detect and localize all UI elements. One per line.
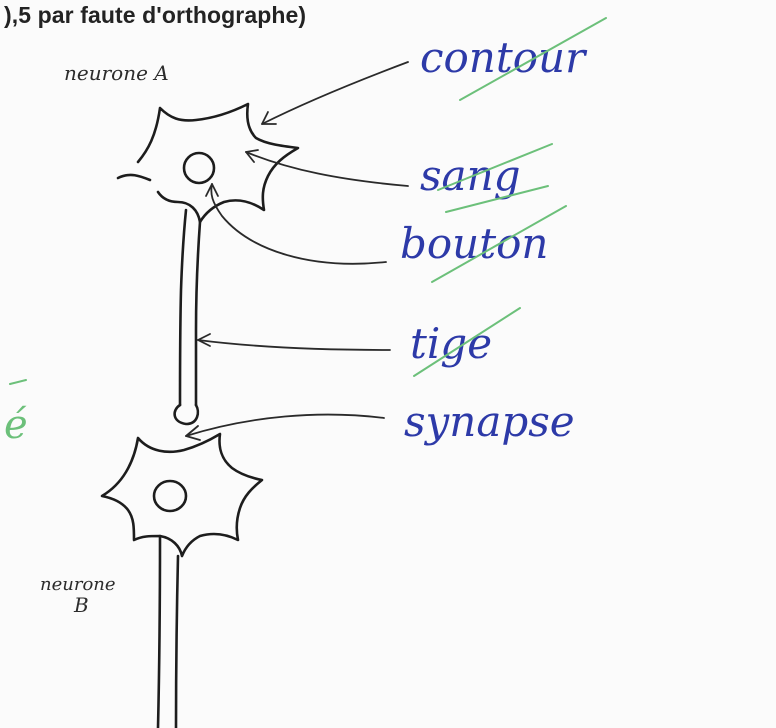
answer-tige: tige	[410, 319, 492, 368]
neuron-a-axon-terminal	[175, 405, 198, 424]
margin-grade-mark: é	[4, 402, 28, 448]
neuron-b-cell-body	[102, 434, 262, 556]
neuron-b-axon	[158, 536, 178, 728]
grading-mark-margin	[10, 380, 26, 384]
answer-sang: sang	[420, 151, 521, 200]
answer-synapse: synapse	[404, 397, 575, 446]
arrow-sang	[246, 152, 408, 186]
arrow-tige	[198, 340, 390, 350]
neuron-a-nucleus	[184, 153, 214, 183]
neuron-a-axon	[180, 210, 200, 405]
answer-bouton: bouton	[400, 219, 548, 268]
neuron-b-label-line1: neurone	[40, 574, 116, 595]
arrow-contour	[262, 62, 408, 124]
neuron-a-cell-body	[118, 104, 298, 222]
neuron-b-nucleus	[154, 481, 186, 511]
arrow-bouton	[211, 184, 386, 264]
neuron-b-label-line2: B	[73, 593, 89, 617]
neuron-a-label: neurone A	[64, 61, 169, 85]
arrow-synapse	[186, 415, 384, 436]
